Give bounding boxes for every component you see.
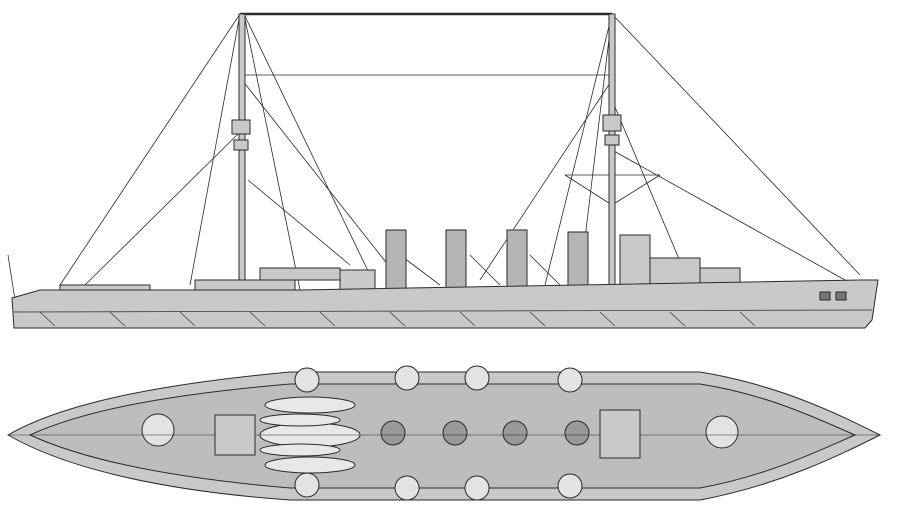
drawing-stroke xyxy=(13,309,873,313)
drawing-stroke xyxy=(264,396,356,414)
drawing-stroke xyxy=(389,311,406,327)
drawing-stroke xyxy=(608,13,616,290)
drawing-stroke xyxy=(179,311,196,327)
drawing-stroke xyxy=(611,99,691,286)
drawing-stroke xyxy=(214,414,256,456)
drawing-stroke xyxy=(544,13,613,286)
drawing-stroke xyxy=(233,139,249,151)
drawing-stroke xyxy=(835,291,847,301)
drawing-stroke xyxy=(599,311,616,327)
funnel-4-plan xyxy=(564,420,590,446)
anchors xyxy=(819,291,847,301)
funnels xyxy=(385,229,589,293)
drawing-stroke xyxy=(238,13,246,290)
drawing-stroke xyxy=(619,234,651,291)
funnel-1-plan xyxy=(380,420,406,446)
funnel-3 xyxy=(506,229,528,293)
drawing-stroke xyxy=(294,367,320,393)
funnel-1 xyxy=(385,229,407,293)
drawing-stroke xyxy=(399,254,441,286)
drawing-stroke xyxy=(529,311,546,327)
side-profile xyxy=(7,12,879,329)
drawing-stroke xyxy=(59,13,241,286)
funnel-2-plan xyxy=(442,420,468,446)
drawing-stroke xyxy=(611,149,846,281)
drawing-stroke xyxy=(109,311,126,327)
plan-view xyxy=(6,365,882,501)
drawing-stroke xyxy=(599,409,641,459)
drawing-stroke xyxy=(529,254,561,286)
drawing-stroke xyxy=(394,365,420,391)
drawing-stroke xyxy=(705,415,739,449)
drawing-stroke xyxy=(231,119,251,135)
drawing-stroke xyxy=(249,311,266,327)
drawing-stroke xyxy=(243,13,301,291)
drawing-stroke xyxy=(247,179,351,266)
drawing-stroke xyxy=(611,174,661,206)
drawing-stroke xyxy=(259,443,341,457)
drawing-stroke xyxy=(339,269,376,291)
drawing-stroke xyxy=(611,13,861,276)
funnel-2 xyxy=(445,229,467,293)
drawing-stroke xyxy=(564,174,613,206)
drawing-stroke xyxy=(602,114,622,132)
funnel-3-plan xyxy=(502,420,528,446)
main-mast xyxy=(602,13,622,290)
rigging xyxy=(7,12,861,301)
fore-mast xyxy=(231,13,251,290)
drawing-stroke xyxy=(557,367,583,393)
drawing-stroke xyxy=(469,254,501,286)
drawing-stroke xyxy=(141,413,175,447)
drawing-stroke xyxy=(819,291,831,301)
drawing-stroke xyxy=(241,79,401,281)
drawing-stroke xyxy=(259,413,341,427)
drawing-stroke xyxy=(264,456,356,474)
drawing-stroke xyxy=(464,365,490,391)
drawing-stroke xyxy=(294,472,320,498)
drawing-stroke xyxy=(189,13,241,286)
drawing-stroke xyxy=(739,311,756,327)
drawing-stroke xyxy=(479,79,613,281)
drawing-stroke xyxy=(464,475,490,501)
drawing-stroke xyxy=(259,267,341,281)
drawing-stroke xyxy=(39,311,756,327)
turrets xyxy=(141,365,739,501)
drawing-stroke xyxy=(7,254,16,301)
drawing-stroke xyxy=(319,311,336,327)
drawing-stroke xyxy=(459,311,476,327)
funnels-plan xyxy=(380,420,590,446)
drawing-stroke xyxy=(669,311,686,327)
drawing-stroke xyxy=(84,129,243,286)
drawing-stroke xyxy=(604,134,620,146)
drawing-stroke xyxy=(39,311,56,327)
drawing-stroke xyxy=(394,475,420,501)
drawing-stroke xyxy=(557,473,583,499)
hull xyxy=(11,279,879,329)
funnel-4 xyxy=(567,231,589,293)
drawing-stroke xyxy=(243,13,371,276)
